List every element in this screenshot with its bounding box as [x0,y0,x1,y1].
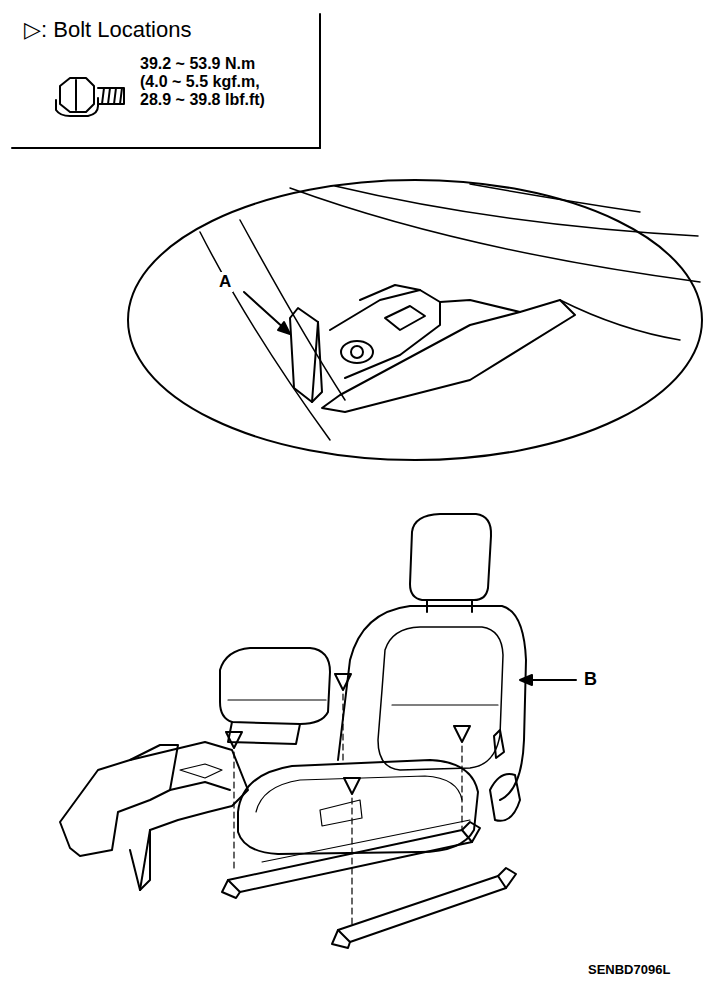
bolt-icon [56,78,124,116]
seat-drawing [60,514,576,948]
callout-letter: B [582,669,599,690]
legend-frame [12,14,320,148]
legend-box: ▷: Bolt Locations 39.2 ~ 53.9 N.m (4.0 ~ … [0,0,320,148]
legend-title: ▷: Bolt Locations [24,17,314,43]
figure-code: SENBD7096L [586,962,672,977]
detail-view [128,180,702,460]
callout-letter: A [217,272,233,292]
torque-spec: 39.2 ~ 53.9 N.m (4.0 ~ 5.5 kgf.m, 28.9 ~… [140,55,280,109]
